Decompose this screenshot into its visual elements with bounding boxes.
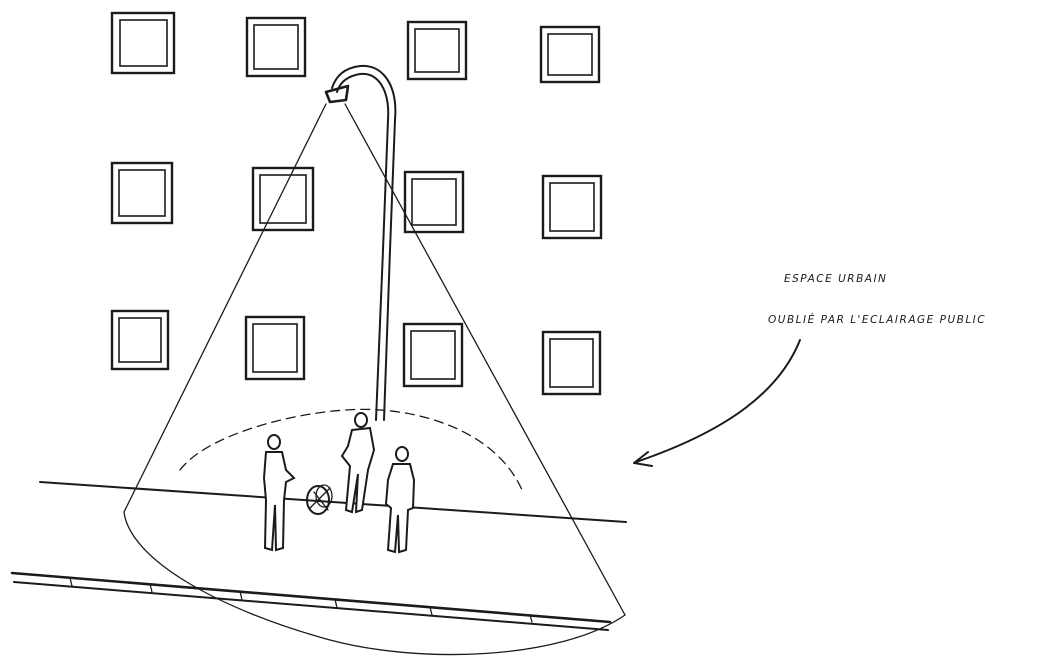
- window: [403, 170, 465, 234]
- window: [251, 166, 315, 232]
- window: [245, 16, 307, 78]
- window: [402, 322, 464, 388]
- annotation-line2: OUBLIÉ PAR L'ECLAIRAGE PUBLIC: [768, 313, 986, 326]
- curved-arrow-icon: [633, 339, 801, 467]
- person-figure: [340, 412, 376, 514]
- people-group: [262, 412, 416, 554]
- window: [539, 25, 601, 84]
- window: [541, 174, 603, 240]
- annotation-line1: ESPACE URBAIN: [784, 273, 887, 285]
- window: [110, 161, 174, 225]
- window: [406, 20, 468, 81]
- person-figure: [384, 446, 416, 554]
- street-lamp-icon: [324, 64, 397, 421]
- annotation: ESPACE URBAIN OUBLIÉ PAR L'ECLAIRAGE PUB…: [768, 273, 986, 326]
- window: [110, 11, 176, 75]
- person-figure: [262, 434, 296, 552]
- window: [110, 309, 170, 371]
- street-edges: [10, 481, 627, 631]
- window: [541, 330, 602, 396]
- bag-scribble: [306, 484, 333, 515]
- building-windows: [110, 11, 603, 396]
- window: [244, 315, 306, 381]
